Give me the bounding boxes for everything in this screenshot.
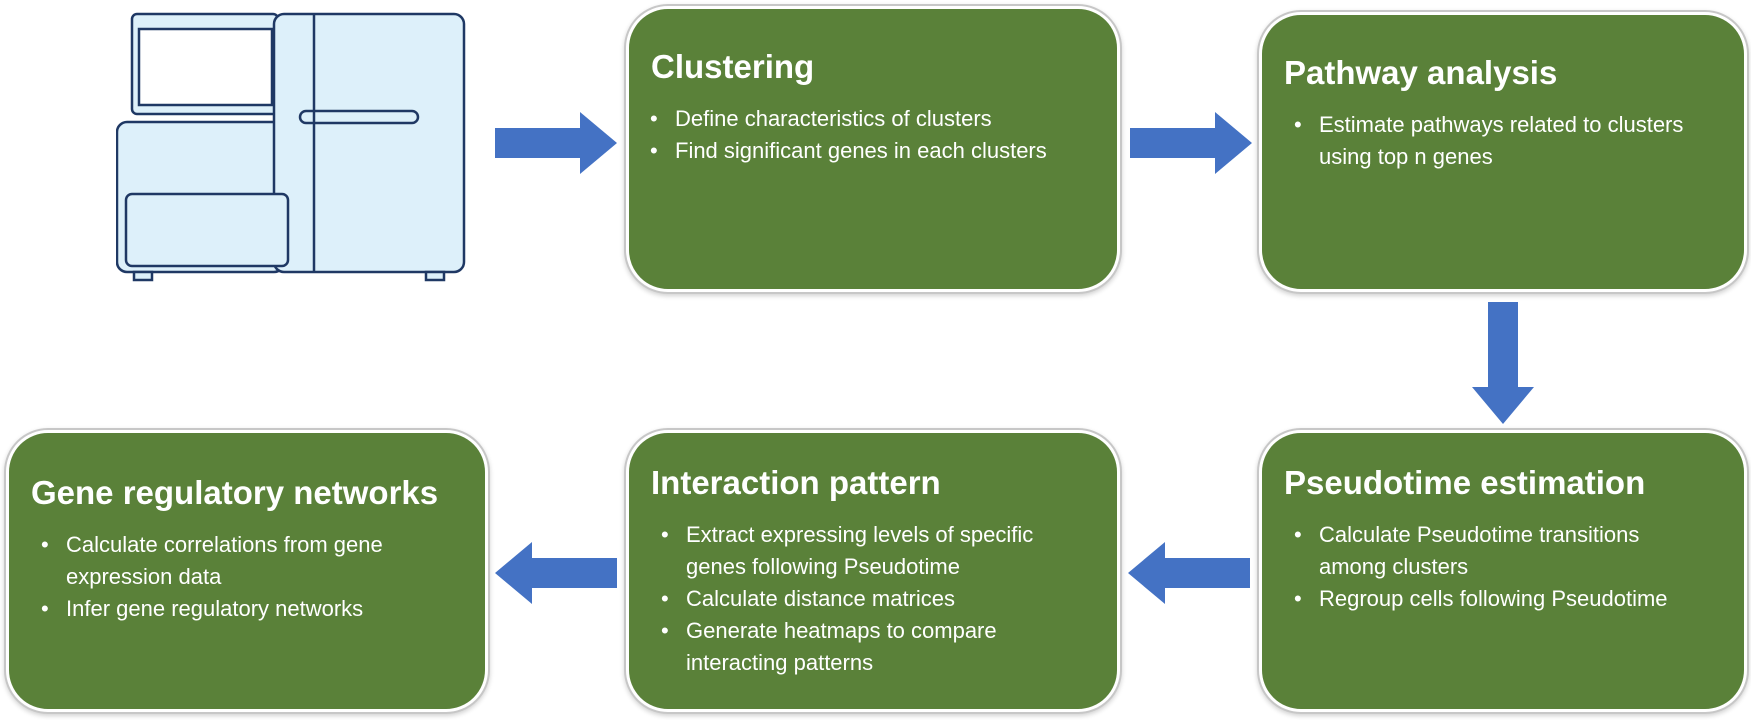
list-item: expression data bbox=[66, 564, 222, 589]
gene-regulatory-networks-title: Gene regulatory networks bbox=[31, 474, 439, 511]
list-item: Calculate distance matrices bbox=[661, 583, 1117, 615]
clustering-box: Clustering Define characteristics of clu… bbox=[626, 6, 1120, 292]
sequencer-instrument-icon bbox=[116, 12, 466, 282]
pseudotime-estimation-list: Calculate Pseudotime transitions among c… bbox=[1294, 519, 1744, 615]
pathway-analysis-box: Pathway analysis Estimate pathways relat… bbox=[1259, 12, 1747, 292]
list-item: Extract expressing levels of specific bbox=[661, 519, 1117, 551]
list-item: Calculate correlations from gene bbox=[41, 529, 485, 561]
list-item: Generate heatmaps to compare bbox=[661, 615, 1117, 647]
list-item: Calculate Pseudotime transitions bbox=[1294, 519, 1744, 551]
list-item: Define characteristics of clusters bbox=[650, 103, 1117, 135]
list-item: interacting patterns bbox=[686, 650, 874, 675]
arrow-left-2 bbox=[495, 542, 617, 604]
pathway-analysis-list: Estimate pathways related to clusters us… bbox=[1294, 109, 1744, 173]
list-item: Estimate pathways related to clusters bbox=[1294, 109, 1744, 141]
pseudotime-estimation-box: Pseudotime estimation Calculate Pseudoti… bbox=[1259, 430, 1747, 712]
clustering-title: Clustering bbox=[651, 48, 815, 85]
interaction-pattern-box: Interaction pattern Extract expressing l… bbox=[626, 430, 1120, 712]
arrow-right-2 bbox=[1130, 112, 1252, 174]
pseudotime-estimation-title: Pseudotime estimation bbox=[1284, 464, 1646, 501]
list-item: Infer gene regulatory networks bbox=[41, 593, 485, 625]
clustering-list: Define characteristics of clusters Find … bbox=[650, 103, 1117, 167]
list-item: among clusters bbox=[1319, 554, 1469, 579]
interaction-pattern-list: Extract expressing levels of specific ge… bbox=[661, 519, 1117, 679]
pathway-analysis-title: Pathway analysis bbox=[1284, 54, 1558, 91]
arrow-down bbox=[1472, 302, 1534, 424]
list-item: genes following Pseudotime bbox=[686, 554, 960, 579]
gene-regulatory-networks-list: Calculate correlations from gene express… bbox=[41, 529, 485, 625]
list-item: using top n genes bbox=[1319, 144, 1493, 169]
interaction-pattern-title: Interaction pattern bbox=[651, 464, 941, 501]
list-item: Regroup cells following Pseudotime bbox=[1294, 583, 1744, 615]
arrow-left-1 bbox=[1128, 542, 1250, 604]
arrow-right-1 bbox=[495, 112, 617, 174]
gene-regulatory-networks-box: Gene regulatory networks Calculate corre… bbox=[6, 430, 488, 712]
list-item: Find significant genes in each clusters bbox=[650, 135, 1117, 167]
